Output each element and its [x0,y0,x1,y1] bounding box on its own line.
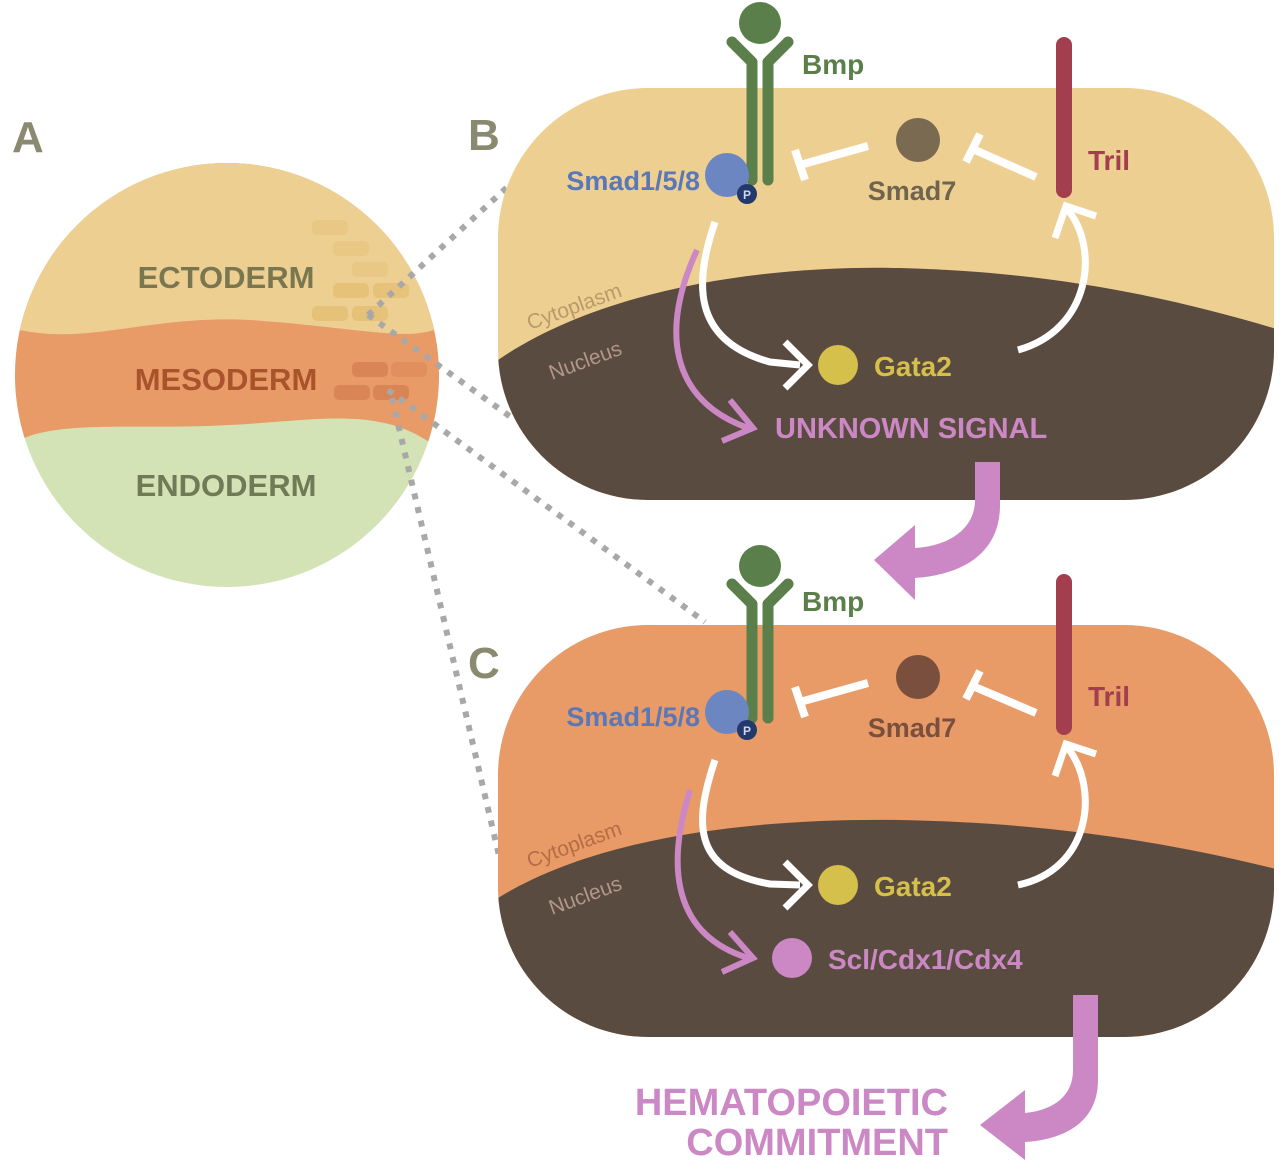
mesoderm-label: MESODERM [135,362,318,397]
smad158-label-b: Smad1/5/8 [566,166,700,196]
connector-c-bottom [389,397,503,861]
unknown-signal-label: UNKNOWN SIGNAL [775,413,1047,445]
gata2-icon-c [818,865,858,905]
smad158-label-c: Smad1/5/8 [566,702,700,732]
signal-arrow-b [673,248,758,444]
outcome-line-1: HEMATOPOIETIC [635,1082,948,1124]
zoom-connector-lines [365,177,707,861]
bmp-receptor-b [726,2,794,186]
signal-arrow-c [674,789,758,975]
activation-arrows-c [699,739,1098,911]
panel-a-letter: A [12,113,44,162]
gata2-label-c: Gata2 [874,871,952,902]
phospho-icon-c [737,720,757,740]
connector-b-top [365,177,518,318]
connector-c-top [386,387,707,625]
panel-b-letter: B [468,111,500,160]
ectoderm-label: ECTODERM [138,260,315,295]
smad7-icon-c [896,655,940,699]
scl-cdx-icon [772,938,812,978]
cell-c-nucleus [498,819,1274,1037]
smad158-icon-c [705,690,749,734]
germ-layer-sphere: ECTODERM MESODERM ENDODERM [15,163,439,587]
activation-arrows-b [699,201,1098,391]
endoderm-label: ENDODERM [136,468,317,503]
bmp-label-b: Bmp [802,49,864,80]
smad158-icon-b [705,153,749,197]
panel-c-letter: C [468,639,500,688]
transition-arrow-c-to-outcome [980,995,1098,1160]
transition-arrow-b-to-c [874,462,1000,600]
scl-cdx-label: Scl/Cdx1/Cdx4 [828,944,1023,975]
gata2-label-b: Gata2 [874,351,952,382]
inhibition-arrows-b [791,132,1038,182]
bmp-receptor-c [726,545,794,724]
tril-label-c: Tril [1088,681,1130,712]
bmp-label-c: Bmp [802,586,864,617]
bmp-ligand-icon [739,545,781,587]
ectoderm-layer [15,163,439,335]
connector-b-bottom [366,312,517,423]
inhibition-arrows-c [791,669,1038,719]
gata2-icon-b [818,345,858,385]
phospho-label-b: P [743,188,751,202]
cell-c: Cytoplasm Nucleus Bmp P Smad1/5/8 Smad7 … [498,545,1274,1037]
bmp-ligand-icon [739,2,781,44]
phospho-label-c: P [743,724,751,738]
smad7-label-c: Smad7 [868,713,957,743]
outcome-line-2: COMMITMENT [686,1122,948,1164]
ectoderm-cells [312,220,409,321]
phospho-icon-b [737,184,757,204]
tril-label-b: Tril [1088,145,1130,176]
smad7-icon-b [896,118,940,162]
cell-b-nucleus [498,267,1274,500]
cell-b: Cytoplasm Nucleus Bmp P Smad1/5/8 Smad7 … [498,2,1274,500]
smad7-label-b: Smad7 [868,176,957,206]
